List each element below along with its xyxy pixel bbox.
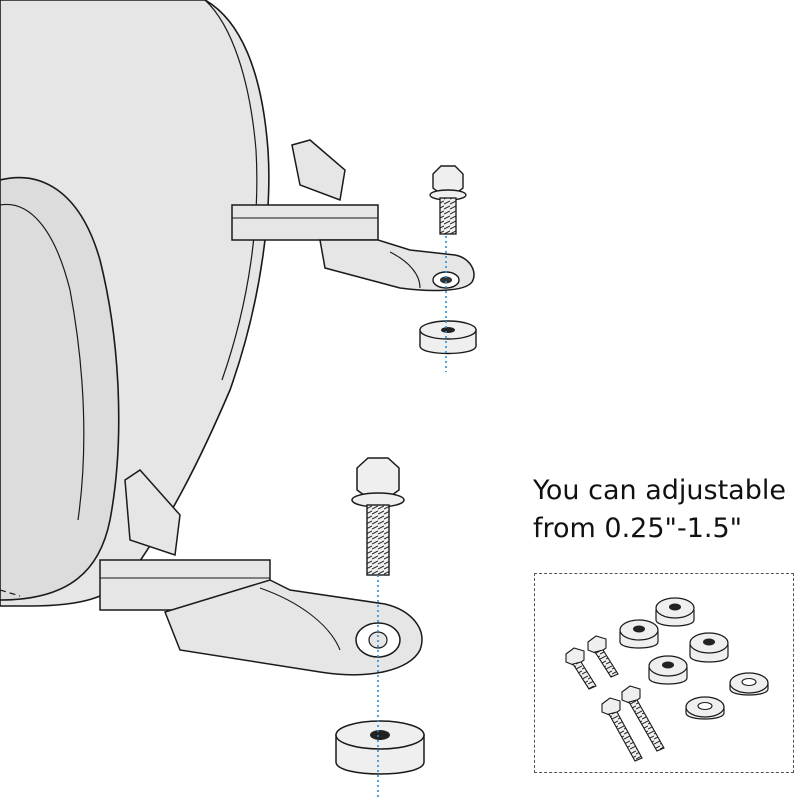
kit-bolt-4: [621, 685, 665, 752]
upper-bracket: [231, 139, 475, 292]
body-shell-edge: [0, 203, 85, 521]
kit-spacer-1: [655, 597, 695, 627]
lower-bolt: [351, 457, 405, 576]
body-shell-crease: [204, 0, 258, 381]
kit-bolt-2: [587, 635, 619, 678]
upper-bolt: [429, 165, 467, 235]
lower-bracket: [99, 469, 423, 676]
kit-washer-1: [729, 672, 769, 696]
body-shell-lower-dash: [0, 589, 21, 597]
kit-bolt-3: [601, 697, 643, 762]
kit-bolt-1: [565, 647, 597, 690]
caption-line-1: You can adjustable: [533, 475, 786, 506]
lower-spacer: [335, 720, 425, 775]
upper-spacer: [419, 320, 477, 355]
kit-hardware: [565, 597, 769, 762]
caption-line-2: from 0.25"-1.5": [533, 513, 743, 544]
kit-spacer-3: [689, 632, 729, 663]
kit-contents-box: [534, 573, 794, 773]
kit-spacer-2: [619, 619, 659, 649]
kit-spacer-4: [648, 655, 688, 685]
body-shell-panel: [0, 176, 120, 601]
kit-washer-2: [685, 696, 725, 720]
